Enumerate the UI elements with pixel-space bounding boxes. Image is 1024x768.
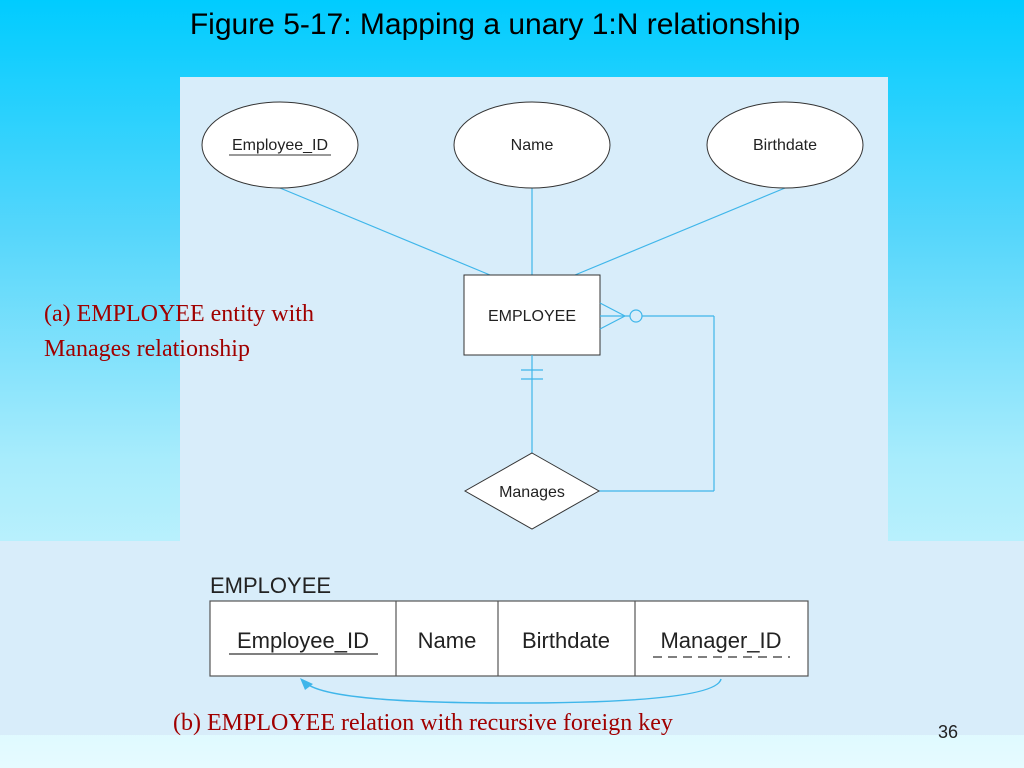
relationship-manages-label: Manages — [499, 484, 565, 501]
caption-a-line1: (a) EMPLOYEE entity with — [44, 301, 314, 327]
line-birthdate — [574, 187, 786, 276]
page-number: 36 — [938, 722, 959, 742]
attribute-employee-id: Employee_ID — [201, 101, 359, 189]
recursive-fk-arrow — [300, 678, 722, 704]
column-birthdate: Birthdate — [522, 628, 610, 653]
column-name: Name — [418, 628, 477, 653]
one-mandatory-symbol — [521, 355, 543, 453]
column-employee-id: Employee_ID — [237, 628, 369, 653]
attribute-employee-id-label: Employee_ID — [232, 137, 328, 154]
caption-b: (b) EMPLOYEE relation with recursive for… — [173, 710, 673, 736]
relation-title: EMPLOYEE — [210, 573, 331, 598]
attribute-name: Name — [453, 101, 611, 189]
entity-employee-label: EMPLOYEE — [488, 308, 576, 325]
attribute-birthdate: Birthdate — [706, 101, 864, 189]
entity-employee: EMPLOYEE — [463, 274, 601, 356]
relation-table: Employee_ID Name Birthdate Manager_ID — [209, 600, 809, 677]
caption-a-line2: Manages relationship — [44, 336, 250, 362]
column-manager-id: Manager_ID — [660, 628, 781, 653]
attribute-name-label: Name — [511, 137, 554, 154]
line-employee-id — [279, 187, 491, 276]
many-optional-symbol — [599, 302, 715, 492]
slide-title: Figure 5-17: Mapping a unary 1:N relatio… — [189, 8, 801, 41]
attribute-birthdate-label: Birthdate — [753, 137, 817, 154]
relationship-manages: Manages — [463, 452, 601, 530]
caption-a: (a) EMPLOYEE entity with Manages relatio… — [44, 297, 314, 367]
